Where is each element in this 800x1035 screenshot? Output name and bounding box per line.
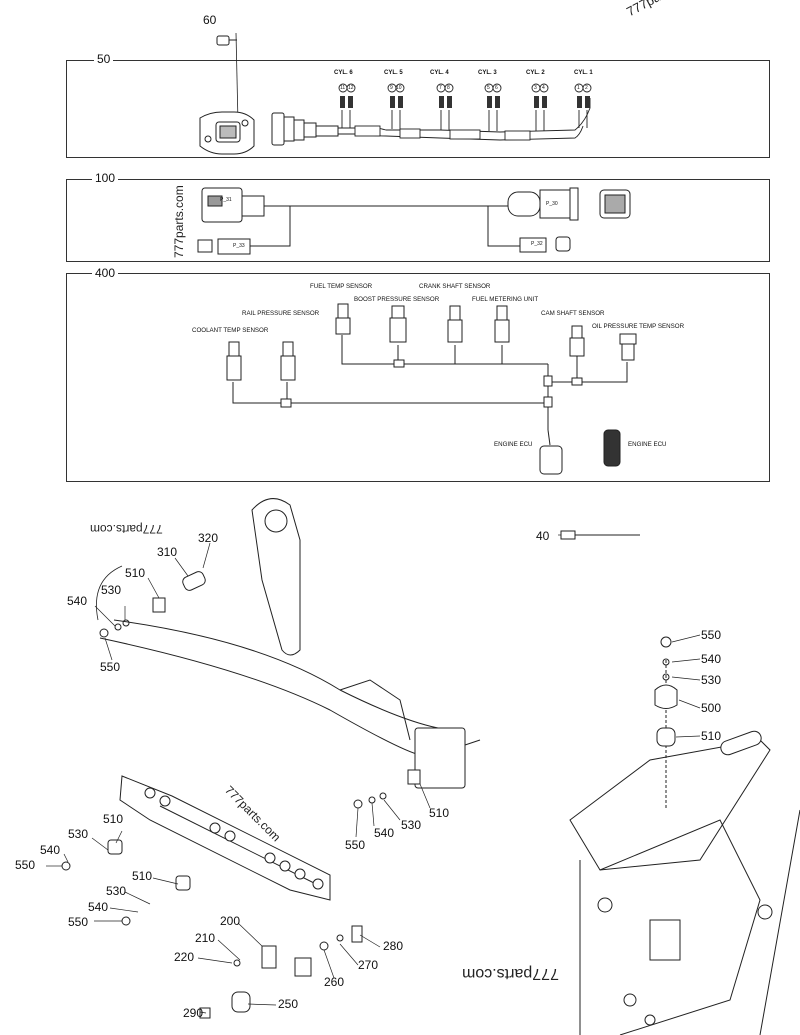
callout-500: 500 [701, 701, 722, 715]
connector-p31-label: P_31 [220, 197, 232, 203]
pin-label: 8 [447, 85, 450, 91]
pin-label: 7 [439, 85, 442, 91]
callout-250: 250 [278, 997, 299, 1011]
main-harness-connectors [197, 187, 631, 255]
callout-550: 550 [345, 838, 366, 852]
callout-550: 550 [15, 858, 36, 872]
callout-540: 540 [374, 826, 395, 840]
cyl-5-label: CYL. 5 [384, 70, 403, 76]
pin-label: 11 [340, 85, 346, 91]
callout-40: 40 [536, 529, 550, 543]
callout-540: 540 [701, 652, 722, 666]
callout-210: 210 [195, 931, 216, 945]
callout-550: 550 [100, 660, 121, 674]
flange-connector [199, 111, 255, 155]
cyl-6-label: CYL. 6 [334, 70, 353, 76]
callout-540: 540 [67, 594, 88, 608]
callout-510: 510 [103, 812, 124, 826]
fuel-temp-sensor-label: FUEL TEMP SENSOR [310, 283, 373, 290]
callout-510: 510 [429, 806, 450, 820]
section-100-box [66, 179, 770, 262]
section-400-callout: 400 [92, 266, 119, 280]
callout-550: 550 [68, 915, 89, 929]
callout-200: 200 [220, 914, 241, 928]
engine-ecu-label-1: ENGINE ECU [494, 441, 533, 448]
pin-label: 3 [534, 85, 537, 91]
callout-530: 530 [401, 818, 422, 832]
callout-310: 310 [157, 545, 178, 559]
section-100-callout: 100 [92, 171, 119, 185]
callout-320: 320 [198, 531, 219, 545]
callout-260: 260 [324, 975, 345, 989]
coolant-temp-sensor-label: COOLANT TEMP SENSOR [192, 327, 269, 334]
boost-pressure-sensor-label: BOOST PRESSURE SENSOR [354, 296, 440, 303]
callout-530: 530 [106, 884, 127, 898]
crank-shaft-sensor-label: CRANK SHAFT SENSOR [419, 283, 491, 290]
fuel-metering-unit-label: FUEL METERING UNIT [472, 296, 539, 303]
callout-530: 530 [68, 827, 89, 841]
bolt-60 [216, 32, 239, 124]
callout-530: 530 [701, 673, 722, 687]
pin-label: 12 [348, 85, 354, 91]
cam-shaft-sensor-label: CAM SHAFT SENSOR [541, 310, 605, 317]
engine-ecu-label-2: ENGINE ECU [628, 441, 667, 448]
section-400-box [66, 273, 770, 482]
callout-220: 220 [174, 950, 195, 964]
pin-label: 5 [487, 85, 490, 91]
callout-270: 270 [358, 958, 379, 972]
pin-label: 6 [495, 85, 498, 91]
cable-tie-40 [560, 530, 640, 540]
sensor-harness [226, 303, 637, 475]
callout-510: 510 [132, 869, 153, 883]
callout-290: 290 [183, 1006, 204, 1020]
cyl-3-label: CYL. 3 [478, 70, 497, 76]
section-50-callout: 50 [94, 52, 114, 66]
leader-lines [46, 534, 701, 1014]
callout-510: 510 [125, 566, 146, 580]
engine-block [569, 636, 800, 1035]
fuel-rail-assembly [61, 775, 363, 1019]
pin-label: 4 [542, 85, 545, 91]
callout-60: 60 [203, 13, 217, 27]
injector-harness [338, 83, 592, 141]
cyl-4-label: CYL. 4 [430, 70, 449, 76]
callout-510: 510 [701, 729, 722, 743]
pin-label: 10 [396, 85, 402, 91]
engine-ecu-plug [539, 429, 621, 475]
callout-280: 280 [383, 939, 404, 953]
callout-550: 550 [701, 628, 722, 642]
section-50-box [66, 60, 770, 158]
callout-530: 530 [101, 583, 122, 597]
pin-label: 9 [390, 85, 393, 91]
callout-540: 540 [40, 843, 61, 857]
cyl-2-label: CYL. 2 [526, 70, 545, 76]
pin-label: 2 [585, 85, 588, 91]
callout-540: 540 [88, 900, 109, 914]
rail-pressure-sensor-label: RAIL PRESSURE SENSOR [242, 310, 320, 317]
pin-label: 1 [577, 85, 580, 91]
connector-p30-label: P_30 [546, 201, 558, 207]
connector-p33-label: P_33 [233, 243, 245, 249]
bracket-tube-assembly [96, 498, 481, 809]
connector-p32-label: P_32 [531, 241, 543, 247]
harness-plug [271, 112, 339, 146]
cyl-1-label: CYL. 1 [574, 70, 593, 76]
oil-pressure-temp-sensor-label: OIL PRESSURE TEMP SENSOR [592, 323, 685, 330]
